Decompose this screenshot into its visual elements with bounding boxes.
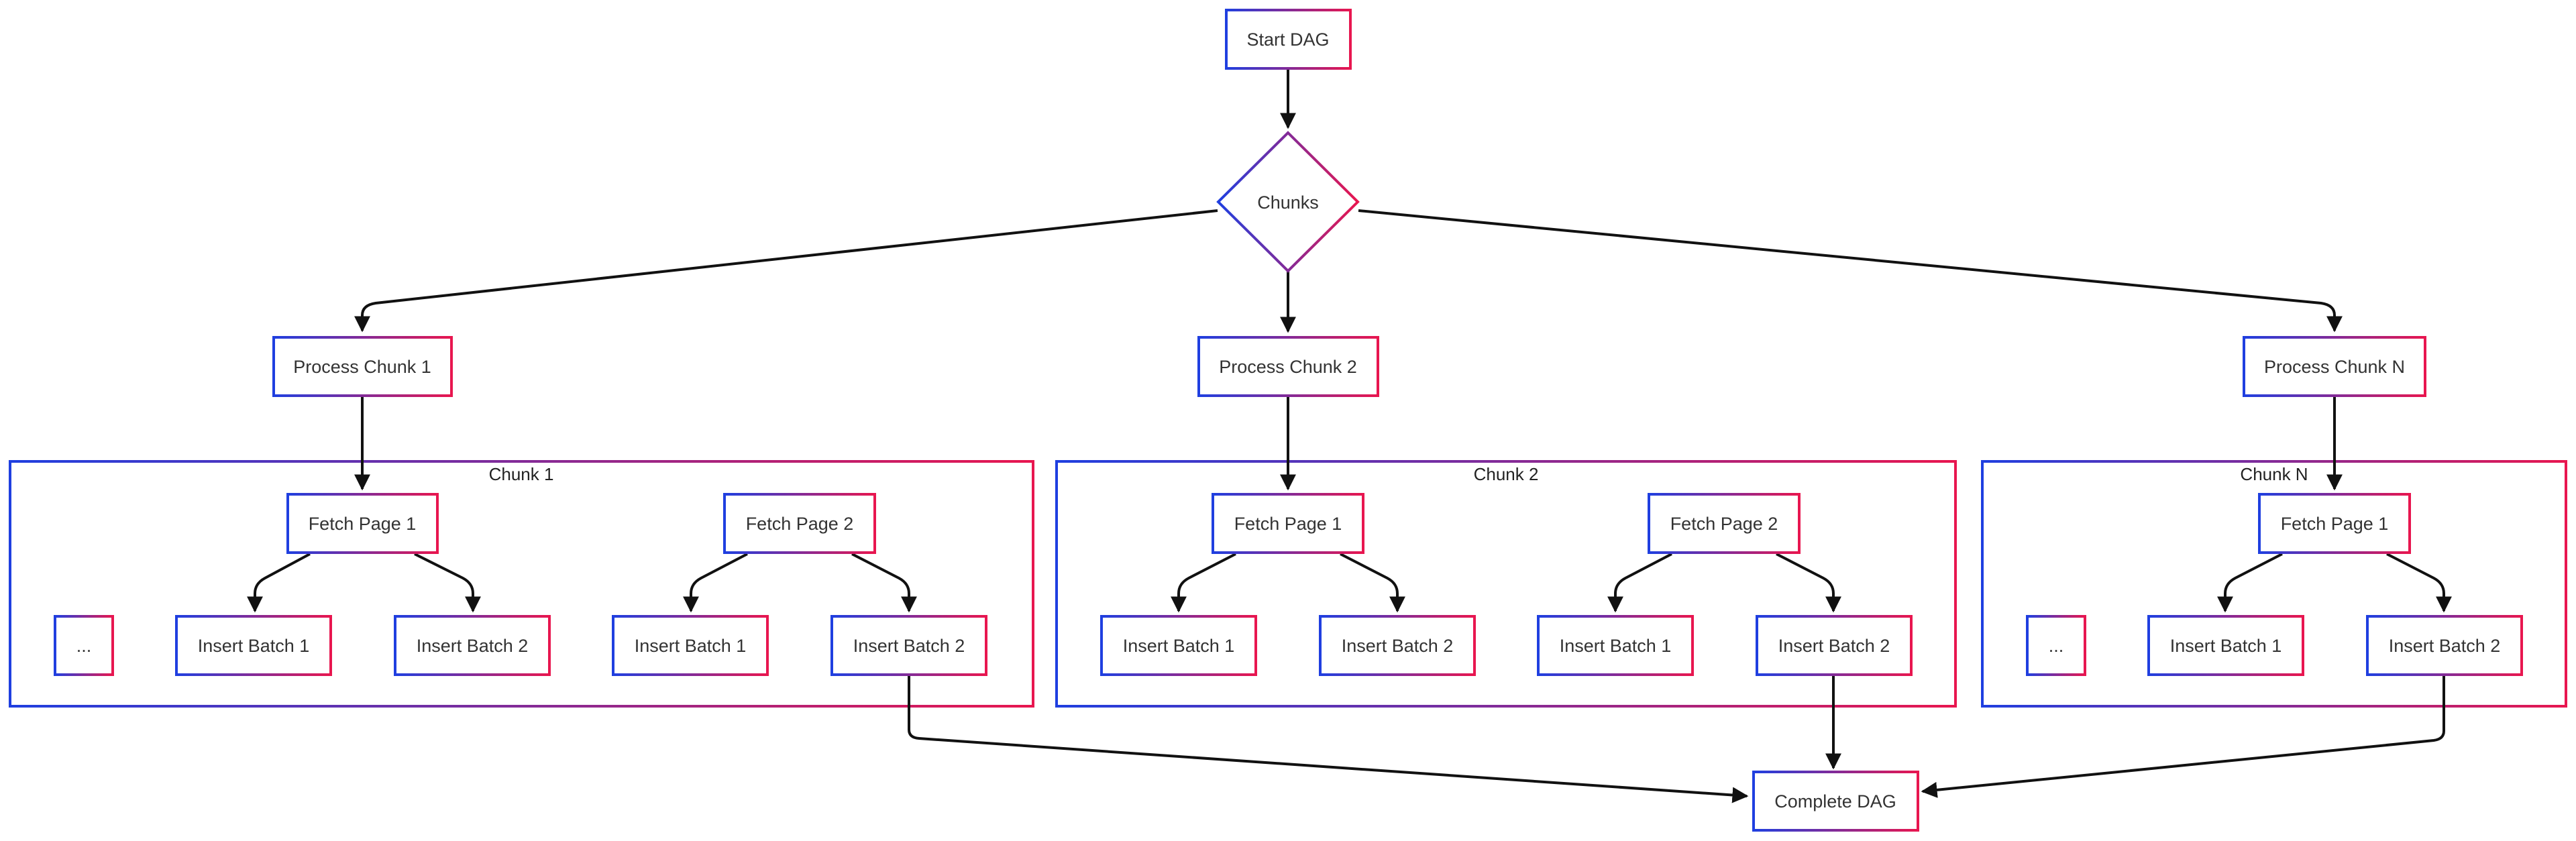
- edge-fetch-to-insert: [247, 553, 311, 613]
- node-label: ...: [76, 636, 92, 656]
- edge-fetch-to-insert: [414, 553, 481, 613]
- node-label: Insert Batch 1: [2170, 636, 2282, 656]
- cluster-chunk-n: Chunk N: [1981, 460, 2567, 708]
- node-label: Process Chunk 2: [1219, 357, 1357, 377]
- process-chunk-1-node[interactable]: Process Chunk 1: [272, 336, 453, 397]
- edge-fetch-to-insert: [1776, 553, 1841, 613]
- node-label: Start DAG: [1246, 30, 1329, 50]
- node-label: Insert Batch 1: [198, 636, 310, 656]
- node-label: Fetch Page 1: [1234, 514, 1342, 534]
- ellipsis-node[interactable]: ...: [2026, 615, 2086, 676]
- node-label: Fetch Page 2: [1670, 514, 1778, 534]
- fetch-page-node[interactable]: Fetch Page 1: [1212, 493, 1364, 554]
- edge-fetch-to-insert: [1340, 553, 1405, 613]
- cluster-chunk-2: Chunk 2: [1055, 460, 1957, 708]
- node-label: Insert Batch 1: [1123, 636, 1235, 656]
- insert-batch-node[interactable]: Insert Batch 2: [1756, 615, 1913, 676]
- edge-chunks-to-process-1: [354, 209, 1218, 333]
- node-label: Fetch Page 2: [746, 514, 854, 534]
- node-label: ...: [2049, 636, 2064, 656]
- complete-dag-node[interactable]: Complete DAG: [1752, 771, 1919, 832]
- edge-fetch-to-insert: [851, 553, 917, 613]
- node-label: Insert Batch 2: [1778, 636, 1890, 656]
- node-label: Insert Batch 2: [1342, 636, 1454, 656]
- node-label: Chunks: [1257, 192, 1319, 213]
- edge-insert-to-complete: [1921, 674, 2445, 798]
- insert-batch-node[interactable]: Insert Batch 1: [2147, 615, 2304, 676]
- fetch-page-node[interactable]: Fetch Page 2: [1648, 493, 1801, 554]
- node-label: Process Chunk N: [2264, 357, 2405, 377]
- start-dag-node[interactable]: Start DAG: [1225, 9, 1352, 70]
- insert-batch-node[interactable]: Insert Batch 1: [612, 615, 769, 676]
- cluster-title: Chunk 1: [489, 464, 554, 484]
- node-label: Insert Batch 2: [853, 636, 965, 656]
- ellipsis-node[interactable]: ...: [54, 615, 114, 676]
- insert-batch-node[interactable]: Insert Batch 2: [830, 615, 987, 676]
- chunks-decision-node[interactable]: Chunks: [1216, 131, 1360, 273]
- fetch-page-node[interactable]: Fetch Page 1: [2258, 493, 2411, 554]
- cluster-chunk-1: Chunk 1: [9, 460, 1034, 708]
- insert-batch-node[interactable]: Insert Batch 1: [1537, 615, 1694, 676]
- node-label: Insert Batch 2: [2389, 636, 2501, 656]
- edge-insert-to-complete: [908, 674, 1749, 803]
- fetch-page-node[interactable]: Fetch Page 2: [723, 493, 876, 554]
- insert-batch-node[interactable]: Insert Batch 2: [2366, 615, 2523, 676]
- node-label: Insert Batch 2: [417, 636, 529, 656]
- insert-batch-node[interactable]: Insert Batch 2: [394, 615, 551, 676]
- node-label: Complete DAG: [1774, 791, 1896, 811]
- edge-fetch-to-insert: [2386, 553, 2452, 613]
- edge-fetch-to-insert: [1171, 553, 1236, 613]
- insert-batch-node[interactable]: Insert Batch 1: [175, 615, 332, 676]
- node-label: Fetch Page 1: [309, 514, 417, 534]
- edges: [247, 70, 2452, 803]
- insert-batch-node[interactable]: Insert Batch 2: [1319, 615, 1476, 676]
- node-label: Insert Batch 1: [1560, 636, 1672, 656]
- cluster-title: Chunk 2: [1474, 464, 1539, 484]
- cluster-title: Chunk N: [2240, 464, 2308, 484]
- fetch-page-node[interactable]: Fetch Page 1: [286, 493, 439, 554]
- process-chunk-2-node[interactable]: Process Chunk 2: [1197, 336, 1379, 397]
- process-chunk-n-node[interactable]: Process Chunk N: [2243, 336, 2426, 397]
- node-label: Fetch Page 1: [2281, 514, 2389, 534]
- insert-batch-node[interactable]: Insert Batch 1: [1100, 615, 1257, 676]
- node-label: Insert Batch 1: [635, 636, 747, 656]
- edge-chunks-to-process-n: [1358, 209, 2343, 333]
- node-label: Process Chunk 1: [293, 357, 431, 377]
- edge-fetch-to-insert: [683, 553, 748, 613]
- edge-fetch-to-insert: [1607, 553, 1672, 613]
- edge-fetch-to-insert: [2217, 553, 2283, 613]
